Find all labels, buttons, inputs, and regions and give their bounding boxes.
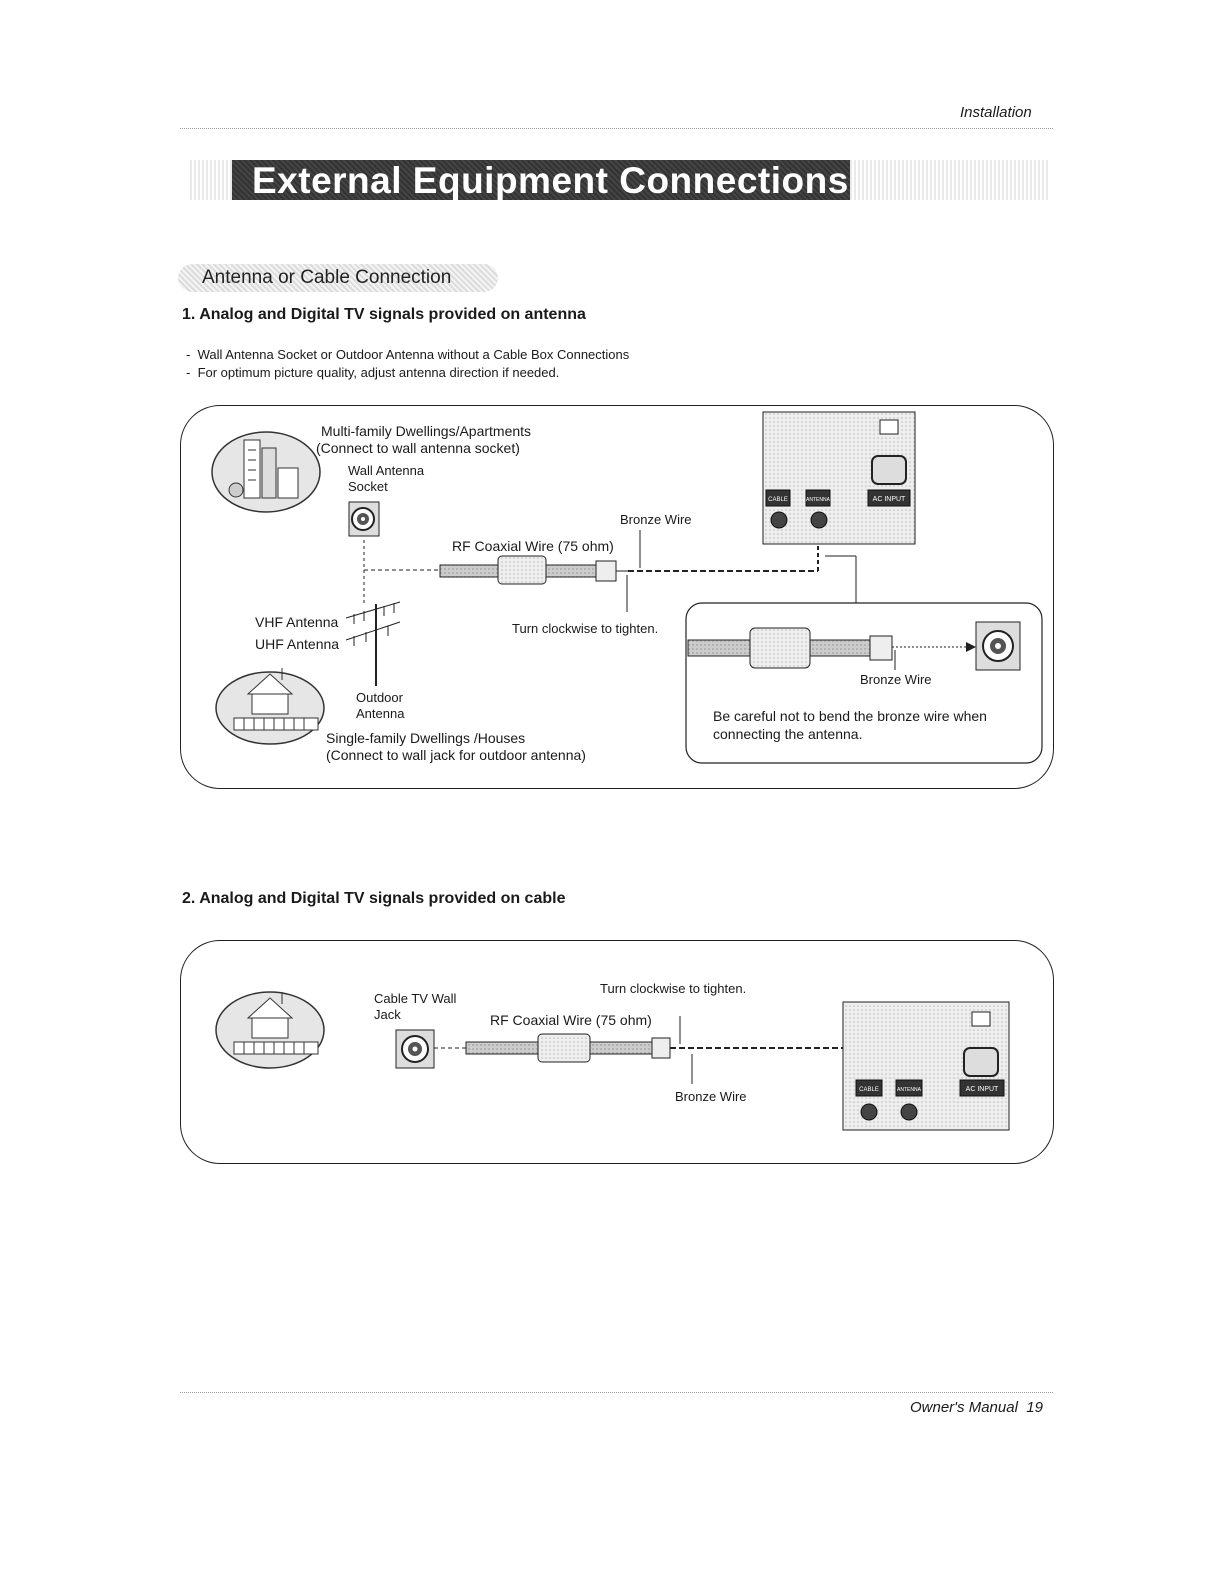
turn-label-2: Turn clockwise to tighten. [600, 981, 747, 996]
footer-manual: Owner's Manual [910, 1399, 1018, 1416]
tv1-ac-label: AC INPUT [873, 496, 906, 503]
inset-note-2: connecting the antenna. [713, 726, 863, 742]
outdoor-label-2: Antenna [356, 706, 405, 721]
tv2-antenna-label: ANTENNA [897, 1087, 922, 1093]
wall-socket-label-1: Wall Antenna [348, 463, 425, 478]
house-icon-2 [215, 991, 325, 1069]
tv1-cable-label: CABLE [768, 497, 788, 503]
cable-wall-jack-icon [395, 1029, 435, 1069]
bronze-wire-label: Bronze Wire [620, 512, 692, 527]
footer: Owner's Manual 19 [910, 1399, 1043, 1416]
tv1-antenna-label: ANTENNA [806, 497, 831, 503]
single-family-label: Single-family Dwellings /Houses [326, 730, 526, 746]
house-icon [215, 668, 325, 745]
antenna-diagram-panel [180, 405, 1054, 789]
page-number: 19 [1026, 1399, 1043, 1416]
coax-cable-icon-2 [465, 1033, 671, 1063]
wall-socket-icon [348, 501, 380, 537]
page-title: External Equipment Connections [232, 160, 850, 201]
inset-bronze-label: Bronze Wire [860, 672, 932, 687]
tv2-ac-label: AC INPUT [966, 1086, 999, 1093]
apartment-icon [211, 431, 321, 513]
subsection-title: Antenna or Cable Connection [178, 264, 498, 292]
inset-coax-icon [687, 621, 1021, 671]
bullet-item: - For optimum picture quality, adjust an… [186, 365, 560, 380]
bullet-text: Wall Antenna Socket or Outdoor Antenna w… [197, 347, 630, 362]
header-rule [180, 128, 1053, 129]
coax-label-2: RF Coaxial Wire (75 ohm) [490, 1012, 652, 1028]
section1-heading: 1. Analog and Digital TV signals provide… [182, 306, 586, 323]
multi-family-label: Multi-family Dwellings/Apartments [321, 423, 532, 439]
bullet-text: For optimum picture quality, adjust ante… [197, 365, 560, 380]
cable-jack-label-2: Jack [374, 1007, 401, 1022]
wall-socket-label-2: Socket [348, 479, 388, 494]
bronze-wire-label-2: Bronze Wire [675, 1089, 747, 1104]
uhf-label: UHF Antenna [255, 636, 340, 652]
vhf-label: VHF Antenna [255, 614, 339, 630]
tv-rear-panel-2 [842, 1001, 1010, 1131]
cable-jack-label-1: Cable TV Wall [374, 991, 457, 1006]
cable-diagram-panel [180, 940, 1054, 1164]
tv-rear-panel-1 [762, 411, 916, 545]
single-family-note: (Connect to wall jack for outdoor antenn… [326, 747, 586, 763]
outdoor-antenna-icon [345, 601, 401, 686]
coax-cable-icon [439, 555, 628, 585]
coax-label: RF Coaxial Wire (75 ohm) [452, 538, 614, 554]
section2-heading: 2. Analog and Digital TV signals provide… [182, 890, 566, 907]
multi-family-note: (Connect to wall antenna socket) [316, 440, 520, 456]
outdoor-label-1: Outdoor [356, 690, 403, 705]
footer-rule [180, 1392, 1053, 1393]
tv2-cable-label: CABLE [859, 1087, 879, 1093]
turn-label: Turn clockwise to tighten. [512, 621, 659, 636]
bullet-item: - Wall Antenna Socket or Outdoor Antenna… [186, 347, 630, 362]
inset-note-1: Be careful not to bend the bronze wire w… [713, 708, 987, 724]
section-header: Installation [960, 104, 1032, 121]
